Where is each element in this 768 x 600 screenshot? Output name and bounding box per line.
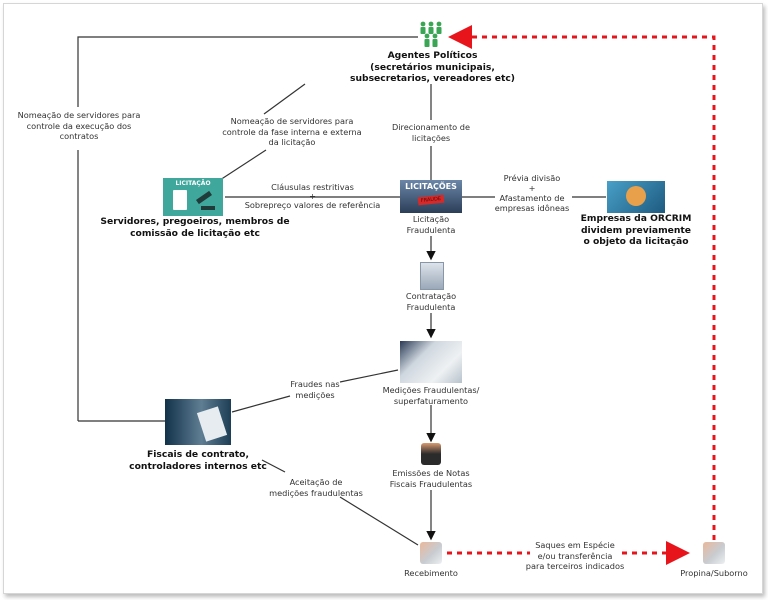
label-line: empresas idôneas [494, 203, 570, 213]
contratacao-line2: Fraudulenta [406, 301, 456, 312]
label-aceitacao: Aceitação de medições fraudulentas [268, 477, 364, 498]
fiscais-line2: controladores internos etc [129, 460, 267, 472]
emissoes-line2: Fiscais Fraudulentas [389, 478, 473, 489]
label-plus: + [309, 190, 316, 201]
image-caption: LICITAÇÃO [175, 180, 211, 187]
paper-icon [196, 406, 228, 442]
label-line: para terceiros indicados [525, 561, 625, 571]
coin-icon [626, 186, 646, 206]
node-propina: Propina/Suborno [680, 568, 748, 578]
node-servidores: Servidores, pregoeiros, membros de comis… [100, 216, 290, 239]
emissoes-line1: Emissões de Notas [392, 468, 470, 478]
label-line: medições fraudulentas [269, 487, 363, 498]
label-line: Aceitação de [289, 477, 343, 487]
node-licitacao-fraudulenta: Licitação Fraudulenta [395, 214, 467, 235]
label-direcionamento: Direcionamento de licitações [385, 122, 477, 143]
document-icon [173, 190, 187, 210]
node-agentes-politicos: Agentes Políticos (secretários municipai… [350, 50, 515, 85]
agentes-line3: subsecretarios, vereadores etc) [350, 73, 516, 84]
diagram-frame [3, 3, 763, 594]
fiscais-line1: Fiscais de contrato, [147, 449, 249, 460]
node-contratacao: Contratação Fraudulenta [395, 291, 467, 312]
label-line: da licitação [268, 137, 316, 147]
label-clausulas: Cláusulas restritivas + Sobrepreço valor… [240, 182, 385, 210]
licitacao-gavel-image: LICITAÇÃO [163, 178, 223, 216]
label-line: Cláusulas restritivas [271, 182, 354, 192]
licitacao-line1: Licitação [412, 214, 450, 224]
fraude-stamp: FRAUDE [417, 194, 445, 206]
licitacoes-fraude-image: LICITAÇÕES FRAUDE [400, 180, 462, 213]
agentes-title: Agentes Políticos [387, 50, 478, 61]
empresas-line3: o objeto da licitação [583, 236, 689, 247]
label-fraudes: Fraudes nas medições [282, 379, 348, 400]
servidores-line1: Servidores, pregoeiros, membros de [100, 216, 290, 227]
people-group-icon [420, 21, 442, 47]
label-line: Nomeação de servidores para [230, 116, 354, 126]
label-line: Nomeação de servidores para [17, 110, 141, 120]
empresas-money-image [607, 181, 665, 213]
label-line: medições [295, 389, 335, 400]
medicoes-line1: Medições Fraudulentas/ [382, 385, 480, 395]
label-line: Afastamento de [499, 192, 565, 203]
agentes-line2: (secretários municipais, [370, 61, 495, 73]
node-recebimento: Recebimento [404, 568, 458, 578]
servidores-line2: comissão de licitação etc [130, 227, 260, 239]
label-plus: + [528, 182, 536, 193]
label-line: Saques em Espécie [535, 540, 615, 550]
money-hand-icon [420, 542, 442, 564]
contract-document-icon [420, 262, 444, 290]
label-line: controle da fase interna e externa [222, 126, 362, 137]
node-emissoes: Emissões de Notas Fiscais Fraudulentas [382, 468, 480, 489]
label-line: Fraudes nas [290, 379, 340, 389]
label-line: Direcionamento de [391, 122, 471, 132]
empresas-line1: Empresas da ORCRIM [580, 213, 692, 224]
person-invoice-icon [421, 443, 441, 465]
connector-aceitacao-b [339, 496, 419, 546]
label-saques: Saques em Espécie e/ou transferência par… [520, 540, 630, 572]
connector-agentes-fiscais [77, 36, 418, 107]
connector-fraudes-a [339, 369, 399, 383]
connector-agentes-servidores-a [263, 83, 306, 115]
empresas-line2: dividem previamente [580, 224, 692, 236]
node-fiscais: Fiscais de contrato, controladores inter… [125, 449, 271, 472]
dashed-propina-agentes [448, 25, 716, 540]
fiscais-photo [165, 399, 231, 445]
connector-agentes-servidores-b [219, 149, 267, 181]
label-line: Prévia divisão [503, 173, 561, 183]
label-nomeacao-execucao: Nomeação de servidores para controle da … [12, 110, 146, 142]
licitacao-line2: Fraudulenta [406, 224, 456, 235]
gavel-base [201, 206, 215, 210]
label-line: contratos [59, 131, 99, 141]
label-line: Sobrepreço valores de referência [244, 199, 381, 210]
medicoes-line2: superfaturamento [393, 395, 469, 406]
label-line: controle da execução dos [26, 120, 132, 131]
measurement-photo [400, 341, 462, 383]
label-line: e/ou transferência [537, 550, 613, 561]
gavel-icon [196, 190, 212, 205]
contratacao-line1: Contratação [405, 291, 457, 301]
connector-fraudes-b [231, 395, 291, 413]
money-hand-icon [703, 542, 725, 564]
connector-aceitacao-a [261, 459, 286, 473]
label-previa-divisao: Prévia divisão + Afastamento de empresas… [490, 173, 574, 214]
label-nomeacao-fase: Nomeação de servidores para controle da … [222, 116, 362, 148]
node-medicoes: Medições Fraudulentas/ superfaturamento [372, 385, 490, 406]
image-caption: LICITAÇÕES [405, 182, 457, 191]
node-empresas: Empresas da ORCRIM dividem previamente o… [580, 213, 692, 248]
label-line: licitações [411, 132, 451, 143]
